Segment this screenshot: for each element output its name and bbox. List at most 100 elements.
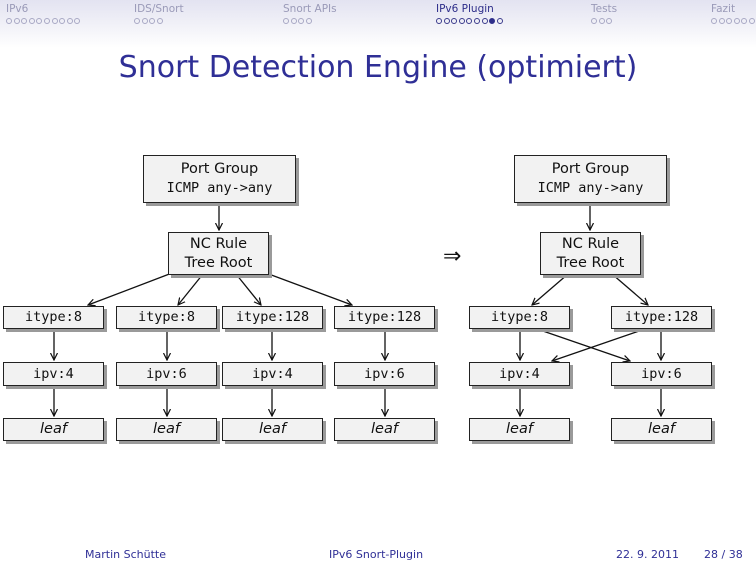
nav-section-snort-apis[interactable]: Snort APIs: [283, 3, 337, 24]
left-itype-node-2: itype:8: [116, 306, 217, 329]
nav-dot-icon[interactable]: [13, 18, 20, 24]
left-leaf-node-4: leaf: [334, 418, 435, 441]
left-nc-rule-node: NC Rule Tree Root: [168, 232, 269, 275]
edge-right-itype8-ipv6: [539, 329, 630, 361]
nav-dot-icon[interactable]: [473, 18, 480, 24]
nav-dot-icon[interactable]: [21, 18, 28, 24]
slide-title: Snort Detection Engine (optimiert): [118, 50, 638, 85]
nav-section-label: Fazit: [711, 3, 736, 15]
nav-dot-icon[interactable]: [718, 18, 725, 24]
left-itype-node-4: itype:128: [334, 306, 435, 329]
nav-dot-icon[interactable]: [496, 18, 503, 24]
nav-dot-icon[interactable]: [741, 18, 748, 24]
footer-date: 22. 9. 2011: [616, 548, 679, 561]
navigation-bar: IPv6 IDS/Snort Snort APIs IPv6 Plugin Te…: [0, 0, 756, 48]
nav-section-ids-snort[interactable]: IDS/Snort: [134, 3, 184, 24]
nav-dot-icon[interactable]: [443, 18, 450, 24]
left-ipv-node-2: ipv:6: [116, 362, 217, 386]
nav-section-label: Snort APIs: [283, 3, 337, 15]
node-label: ICMP any->any: [166, 180, 273, 196]
left-itype-node-1: itype:8: [3, 306, 104, 329]
node-label: Port Group: [180, 161, 259, 177]
nav-section-label: IPv6: [6, 3, 29, 15]
nav-section-label: Tests: [591, 3, 618, 15]
edge-left-ncrule-itype-1: [88, 272, 173, 305]
node-label: Port Group: [551, 161, 630, 177]
nav-dot-icon[interactable]: [748, 18, 755, 24]
nav-dot-icon[interactable]: [149, 18, 156, 24]
nav-section-tests[interactable]: Tests: [591, 3, 617, 24]
nav-progress-dots: [6, 18, 81, 24]
nav-dot-icon[interactable]: [436, 18, 442, 24]
nav-progress-dots: [283, 18, 337, 24]
implies-arrow-icon: ⇒: [443, 244, 462, 269]
nav-dot-icon[interactable]: [298, 18, 305, 24]
nav-dot-icon[interactable]: [51, 18, 58, 24]
left-itype-node-3: itype:128: [222, 306, 323, 329]
nav-section-ipv6-plugin[interactable]: IPv6 Plugin: [436, 3, 503, 24]
nav-dot-icon[interactable]: [6, 18, 12, 24]
nav-dot-icon[interactable]: [28, 18, 35, 24]
nav-dot-icon[interactable]: [733, 18, 740, 24]
left-leaf-node-3: leaf: [222, 418, 323, 441]
left-port-group-node: Port Group ICMP any->any: [143, 155, 296, 203]
nav-dot-icon[interactable]: [141, 18, 148, 24]
left-leaf-node-1: leaf: [3, 418, 104, 441]
nav-dot-icon[interactable]: [43, 18, 50, 24]
left-ipv-node-3: ipv:4: [222, 362, 323, 386]
edge-left-ncrule-itype-3: [235, 273, 261, 305]
left-leaf-node-2: leaf: [116, 418, 217, 441]
nav-dot-icon[interactable]: [283, 18, 289, 24]
left-ipv-node-1: ipv:4: [3, 362, 104, 386]
nav-dot-icon[interactable]: [711, 18, 717, 24]
footer-talk-title: IPv6 Snort-Plugin: [329, 548, 424, 561]
footer-author: Martin Schütte: [85, 548, 166, 561]
right-leaf-node-2: leaf: [611, 418, 712, 441]
nav-section-label: IPv6 Plugin: [436, 3, 494, 15]
left-ipv-node-4: ipv:6: [334, 362, 435, 386]
node-label: NC Rule: [561, 235, 620, 252]
nav-progress-dots: [134, 18, 184, 24]
nav-section-label: IDS/Snort: [134, 3, 184, 15]
node-label: Tree Root: [184, 254, 253, 271]
nav-dot-icon[interactable]: [458, 18, 465, 24]
nav-dot-icon[interactable]: [59, 18, 66, 24]
edge-right-itype128-ipv4: [552, 329, 643, 361]
edge-left-ncrule-itype-2: [178, 273, 204, 305]
footer-page-number[interactable]: 28 / 38: [704, 548, 743, 561]
nav-dot-icon[interactable]: [481, 18, 488, 24]
node-label: NC Rule: [189, 235, 248, 252]
nav-dot-icon[interactable]: [134, 18, 140, 24]
nav-dot-icon[interactable]: [305, 18, 312, 24]
right-ipv-node-2: ipv:6: [611, 362, 712, 386]
nav-progress-dots: [436, 18, 503, 24]
node-label: ICMP any->any: [537, 180, 644, 196]
nav-dot-icon[interactable]: [591, 18, 597, 24]
nav-progress-dots: [711, 18, 755, 24]
nav-dot-icon[interactable]: [451, 18, 458, 24]
right-leaf-node-1: leaf: [469, 418, 570, 441]
right-ipv-node-1: ipv:4: [469, 362, 570, 386]
right-nc-rule-node: NC Rule Tree Root: [540, 232, 641, 275]
nav-dot-icon[interactable]: [290, 18, 297, 24]
right-itype-node-1: itype:8: [469, 306, 570, 329]
nav-dot-icon[interactable]: [156, 18, 163, 24]
nav-dot-icon[interactable]: [66, 18, 73, 24]
node-label: Tree Root: [556, 254, 625, 271]
nav-section-fazit[interactable]: Fazit: [711, 3, 755, 24]
nav-dot-icon[interactable]: [726, 18, 733, 24]
nav-dot-icon[interactable]: [606, 18, 613, 24]
nav-section-ipv6[interactable]: IPv6: [6, 3, 81, 24]
right-port-group-node: Port Group ICMP any->any: [514, 155, 667, 203]
nav-dot-icon[interactable]: [74, 18, 81, 24]
nav-dot-icon[interactable]: [36, 18, 43, 24]
nav-progress-dots: [591, 18, 617, 24]
edge-right-ncrule-itype-1: [532, 273, 569, 305]
nav-dot-icon[interactable]: [489, 18, 496, 24]
right-itype-node-2: itype:128: [611, 306, 712, 329]
nav-dot-icon[interactable]: [466, 18, 473, 24]
edge-left-ncrule-itype-4: [265, 272, 352, 305]
edge-right-ncrule-itype-2: [611, 273, 648, 305]
nav-dot-icon[interactable]: [598, 18, 605, 24]
